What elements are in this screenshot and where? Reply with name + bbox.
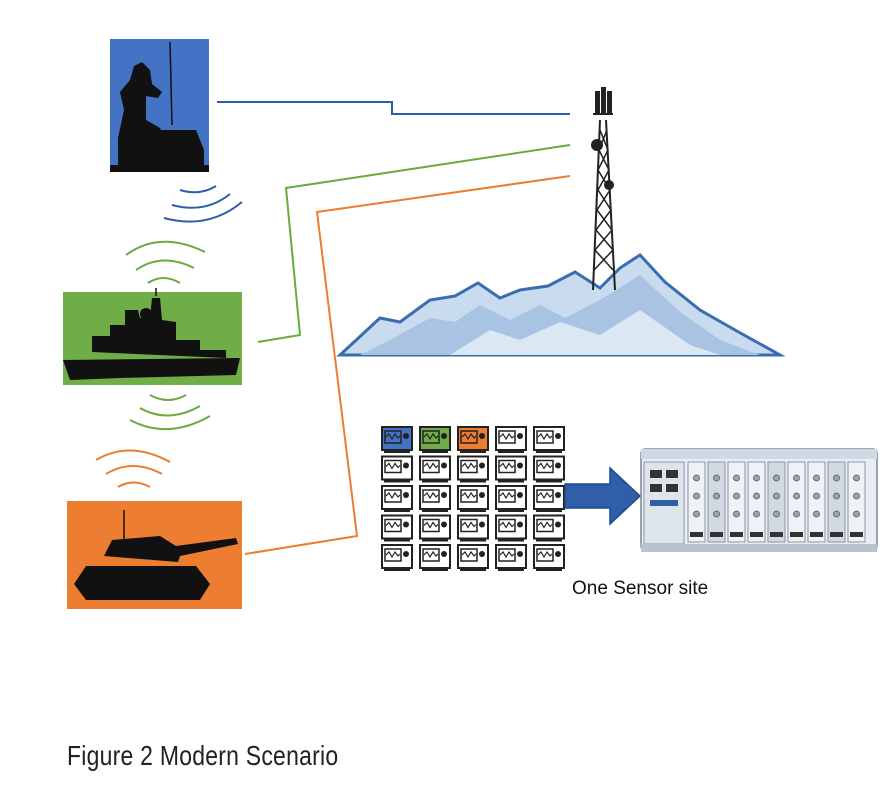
oscilloscope-icon [495, 544, 527, 571]
oscilloscope-icon [495, 426, 527, 453]
oscilloscope-icon [381, 426, 413, 453]
oscilloscope-icon [381, 485, 413, 512]
soldier-radio-icon [110, 39, 209, 172]
oscilloscope-icon [419, 455, 451, 483]
oscilloscope-icon [457, 455, 489, 483]
oscilloscope-icon [419, 544, 451, 571]
oscilloscope-icon [533, 514, 565, 542]
oscilloscope-icon [495, 485, 527, 512]
tank-icon [67, 501, 242, 609]
soldier-link-line [217, 101, 570, 115]
oscilloscope-icon [533, 544, 565, 571]
figure-caption: Figure 2 Modern Scenario [67, 740, 339, 771]
pxi-chassis-icon [640, 448, 878, 552]
mountain-icon [336, 253, 786, 357]
oscilloscope-icon [533, 426, 565, 453]
oscilloscope-icon [419, 426, 451, 453]
warship-icon [63, 288, 242, 385]
oscilloscope-icon [457, 514, 489, 542]
oscilloscope-icon [381, 455, 413, 483]
tank-link-line [244, 175, 571, 555]
oscilloscope-icon [381, 514, 413, 542]
oscilloscope-icon [495, 455, 527, 483]
sensor-site-label: One Sensor site [572, 578, 709, 599]
oscilloscope-icon [533, 455, 565, 483]
oscilloscope-icon [533, 485, 565, 512]
oscilloscope-icon [381, 544, 413, 571]
ship-signal-waves-bottom [129, 394, 211, 430]
oscilloscope-icon [457, 544, 489, 571]
instrument-grid [381, 426, 565, 571]
oscilloscope-icon [457, 485, 489, 512]
oscilloscope-icon [457, 426, 489, 453]
ship-link-line [257, 144, 571, 343]
oscilloscope-icon [419, 514, 451, 542]
ship-signal-waves-top [125, 240, 206, 284]
oscilloscope-icon [495, 514, 527, 542]
oscilloscope-icon [419, 485, 451, 512]
cell-tower-icon [591, 87, 616, 291]
soldier-signal-waves [163, 185, 243, 223]
arrow-right-icon [564, 466, 642, 526]
tank-signal-waves [95, 449, 171, 488]
